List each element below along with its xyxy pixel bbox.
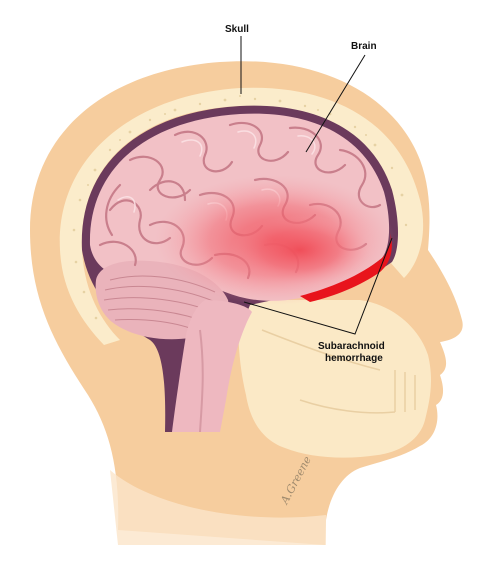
brainstem	[172, 300, 252, 432]
label-skull: Skull	[225, 24, 249, 35]
brainstem-shade	[199, 329, 204, 433]
neck-highlight	[110, 470, 326, 545]
subarachnoid-blood	[300, 232, 392, 302]
leader-lines	[240, 36, 393, 335]
jaw-line	[261, 329, 416, 414]
facial-bones	[238, 300, 432, 458]
hemorrhage-core	[230, 215, 370, 285]
label-sah-line1: Subarachnoid	[318, 341, 385, 352]
label-subarachnoid-hemorrhage: Subarachnoid hemorrhage	[318, 341, 385, 365]
skull-texture	[72, 95, 408, 320]
label-sah-line2: hemorrhage	[325, 353, 383, 364]
label-brain: Brain	[351, 41, 377, 52]
